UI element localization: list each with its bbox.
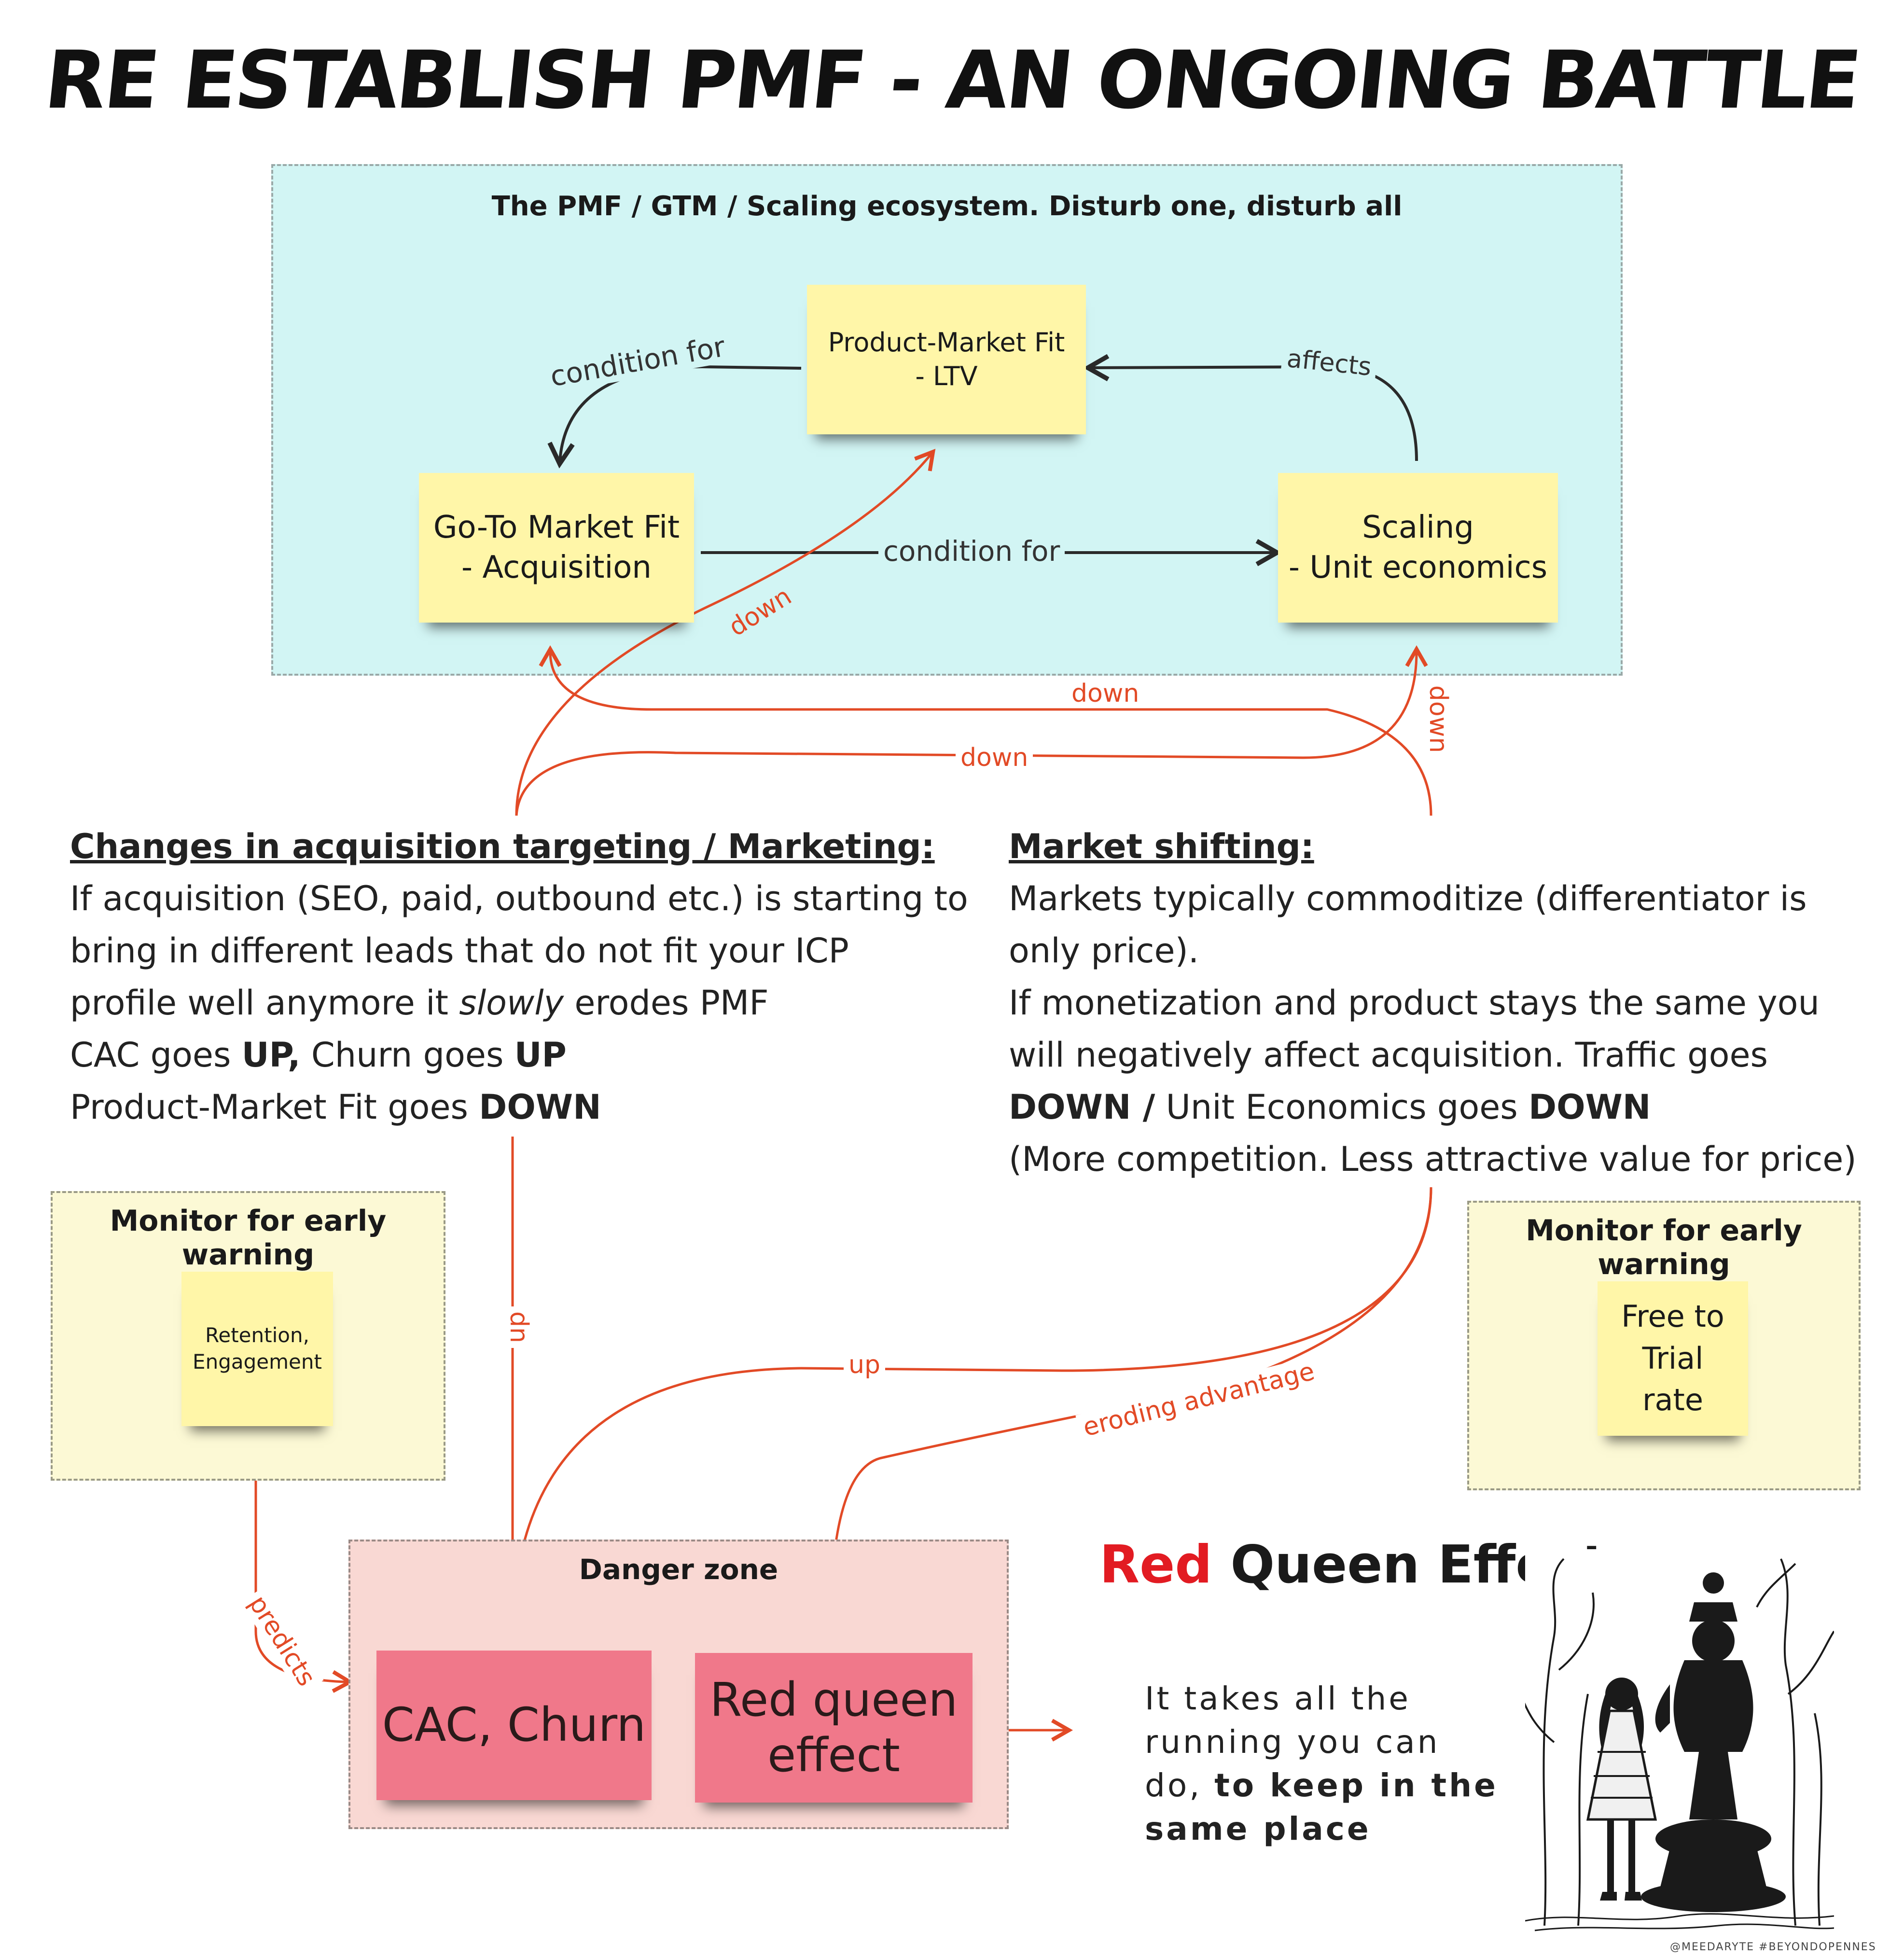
edge-label-up: up [844,1350,885,1379]
edge-label-predicts: predicts [240,1586,324,1695]
edge-label-down-scaling: down [956,743,1033,772]
alice-red-queen-illustration [1525,1549,1834,1935]
quote-line2: running you can [1145,1723,1440,1761]
trial-line1: Free to [1621,1298,1724,1334]
sticky-gtm[interactable]: Go-To Market Fit - Acquisition [419,473,694,623]
page-title: RE ESTABLISH PMF - AN ONGOING BATTLE [40,34,1864,126]
retention-line1: Retention, [205,1323,309,1347]
ecosystem-title: The PMF / GTM / Scaling ecosystem. Distu… [491,191,1403,222]
trial-line2: Trial [1642,1340,1704,1376]
right-paragraph: Market shifting: Markets typically commo… [1009,820,1897,1185]
red-queen-title-red: Red [1099,1535,1212,1595]
pmf-line1: Product-Market Fit [828,327,1065,358]
right-line-3: If monetization and product stays the sa… [1009,983,1820,1023]
sticky-retention[interactable]: Retention, Engagement [181,1272,333,1426]
credit-text: @MEEDARYTE #BEYONDOPENNES [1670,1941,1876,1953]
rq-line2: effect [767,1728,900,1782]
left-line-3: profile well anymore it slowly erodes PM… [70,983,769,1023]
scaling-line2: - Unit economics [1288,550,1548,585]
sticky-free-to-trial[interactable]: Free to Trial rate [1598,1281,1748,1436]
sticky-pmf[interactable]: Product-Market Fit - LTV [807,285,1086,434]
gtm-line1: Go-To Market Fit [433,509,680,545]
rq-line1: Red queen [709,1672,958,1727]
right-line-1: Markets typically commoditize (different… [1009,879,1807,918]
quote-line1: It takes all the [1145,1680,1411,1717]
left-line-1: If acquisition (SEO, paid, outbound etc.… [70,879,968,918]
edge-label-eroding-advantage: eroding advantage [1075,1355,1322,1444]
right-heading: Market shifting: [1009,827,1314,866]
sticky-red-queen-effect[interactable]: Red queen effect [695,1653,973,1803]
right-line-5: DOWN / Unit Economics goes DOWN [1009,1087,1651,1127]
edge-label-down-scaling-2: down [1424,680,1453,758]
right-line-2: only price). [1009,931,1199,971]
left-line-2: bring in different leads that do not fit… [70,931,849,971]
right-line-6: (More competition. Less attractive value… [1009,1139,1857,1179]
monitor-left-title: Monitor for early warning [110,1204,387,1272]
quote-line3: do, to keep in the [1145,1767,1498,1804]
edge-label-condition-for-2: condition for [878,535,1065,568]
left-heading: Changes in acquisition targeting / Marke… [70,827,935,866]
left-paragraph: Changes in acquisition targeting / Marke… [70,820,987,1133]
sticky-scaling[interactable]: Scaling - Unit economics [1278,473,1558,623]
right-line-4: will negatively affect acquisition. Traf… [1009,1035,1768,1075]
trial-line3: rate [1642,1382,1703,1418]
retention-line2: Engagement [193,1350,322,1374]
gtm-line2: - Acquisition [461,550,652,585]
pmf-line2: - LTV [915,361,978,391]
scaling-line1: Scaling [1362,509,1474,545]
arrow-down-to-scaling [515,645,1428,816]
left-line-5: Product-Market Fit goes DOWN [70,1087,601,1127]
arrow-down-to-gtm [539,645,1432,816]
quote-line4: same place [1145,1810,1371,1847]
monitor-right-title: Monitor for early warning [1526,1214,1802,1281]
edge-label-dn: dn [504,1306,533,1348]
red-queen-quote: It takes all the running you can do, to … [1145,1677,1498,1851]
edge-label-down-gtm: down [1067,679,1144,708]
red-queen-title: Red Queen Effect [1099,1535,1607,1595]
left-line-4: CAC goes UP, Churn goes UP [70,1035,567,1075]
danger-zone-title: Danger zone [579,1553,778,1586]
sticky-cac-churn[interactable]: CAC, Churn [376,1651,652,1800]
